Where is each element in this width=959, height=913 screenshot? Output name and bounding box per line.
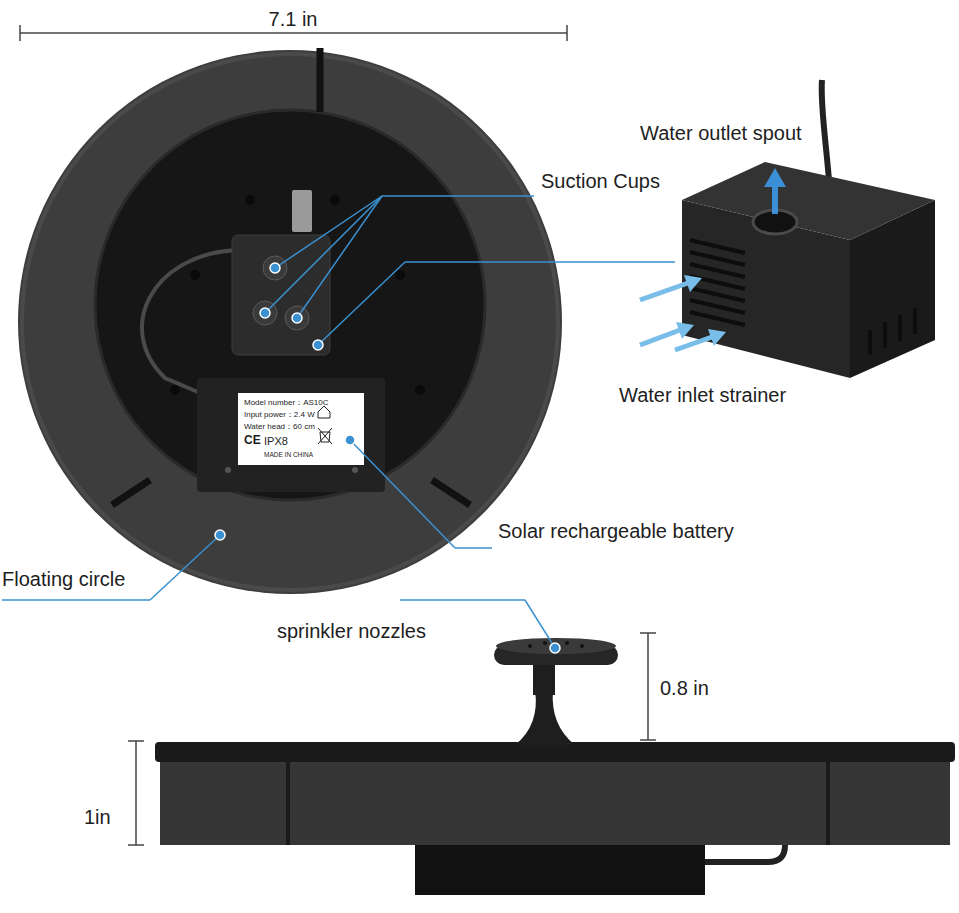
- dimension-label: 7.1 in: [269, 8, 318, 31]
- sticker-text: MADE IN CHINA: [264, 451, 313, 458]
- dimension-label: 0.8 in: [660, 677, 709, 700]
- part-label: Solar rechargeable battery: [498, 520, 734, 543]
- fountain-top-view: [18, 48, 562, 594]
- part-label: Suction Cups: [541, 170, 660, 193]
- dimension-label: 1in: [84, 806, 111, 829]
- sticker-text: IPX8: [264, 435, 288, 448]
- part-label: Water outlet spout: [640, 122, 802, 145]
- leader-dots: [215, 263, 560, 653]
- part-label: Water inlet strainer: [619, 384, 786, 407]
- sticker-text: Water head：60 cm: [244, 422, 315, 431]
- sticker-text: CE: [244, 434, 261, 448]
- sticker-text: Input power：2.4 W: [244, 410, 315, 419]
- pump-detail: [640, 80, 935, 378]
- part-label: Floating circle: [2, 568, 125, 591]
- sticker-text: Model number：AS10C: [244, 398, 328, 407]
- leader-lines: [2, 196, 675, 648]
- height-dimensions: [128, 633, 656, 845]
- part-label: sprinkler nozzles: [277, 620, 426, 643]
- fountain-side-view: [155, 638, 955, 895]
